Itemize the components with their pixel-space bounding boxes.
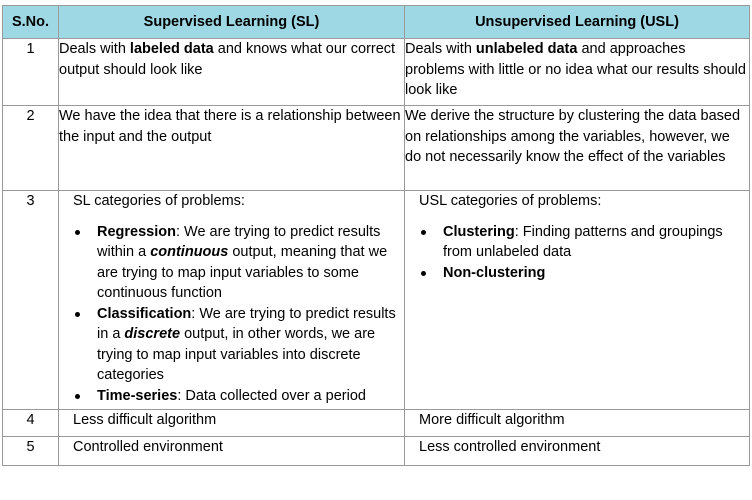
usl-text-post: and approaches problems with little or n… [405, 41, 746, 98]
usl-cell: More difficult algorithm [404, 409, 750, 437]
bullet-icon [75, 393, 80, 399]
bullet-icon [75, 311, 80, 317]
table-row: 4 Less difficult algorithm More difficul… [2, 409, 750, 437]
sl-cell: Less difficult algorithm [58, 409, 405, 437]
bullet-icon [421, 270, 426, 276]
row-number: 3 [2, 190, 59, 410]
category-term: Regression [97, 223, 176, 240]
sl-text-bold: labeled data [129, 41, 214, 57]
category-text-post: output, in other words, we are trying to… [97, 326, 376, 383]
usl-cell: Less controlled environment [404, 436, 750, 466]
category-text-pre: : We are trying to predict results in a [97, 305, 396, 343]
row-number: 4 [2, 409, 59, 437]
list-item: Classification: We are trying to predict… [75, 304, 404, 386]
sl-cell: We have the idea that there is a relatio… [58, 105, 405, 191]
sl-categories-list: Regression: We are trying to predict res… [73, 222, 404, 407]
category-text: : Finding patterns and groupings from un… [443, 223, 723, 261]
usl-cell: Deals with unlabeled data and approaches… [404, 38, 750, 106]
sl-cell: Controlled environment [58, 436, 405, 466]
table-row: 5 Controlled environment Less controlled… [2, 436, 750, 466]
bullet-icon [75, 229, 80, 235]
header-row: S.No. Supervised Learning (SL) Unsupervi… [2, 5, 750, 39]
header-supervised: Supervised Learning (SL) [58, 5, 405, 39]
category-term: Clustering [443, 223, 515, 240]
list-item: Clustering: Finding patterns and groupin… [421, 222, 749, 263]
category-emphasis: continuous [150, 244, 229, 260]
category-text-pre: : We are trying to predict results withi… [97, 223, 381, 261]
row-number: 5 [2, 436, 59, 466]
list-item: Time-series: Data collected over a perio… [75, 386, 404, 407]
usl-categories-list: Clustering: Finding patterns and groupin… [419, 222, 749, 284]
category-term: Time-series [97, 387, 178, 404]
comparison-table: S.No. Supervised Learning (SL) Unsupervi… [2, 5, 750, 466]
list-item: Regression: We are trying to predict res… [75, 222, 404, 304]
list-item: Non-clustering [421, 263, 749, 284]
row-number: 2 [2, 105, 59, 191]
header-sno: S.No. [2, 5, 59, 39]
usl-cell: USL categories of problems: Clustering: … [404, 190, 750, 410]
sl-cell: SL categories of problems: Regression: W… [58, 190, 405, 410]
category-text-post: output, meaning that we are trying to ma… [97, 244, 388, 301]
usl-cell: We derive the structure by clustering th… [404, 105, 750, 191]
category-term: Non-clustering [443, 264, 546, 281]
category-text-pre: : Data collected over a period [177, 387, 366, 404]
sl-categories-intro: SL categories of problems: [73, 193, 245, 209]
usl-categories-intro: USL categories of problems: [419, 193, 602, 209]
bullet-icon [421, 229, 426, 235]
sl-text-pre: Deals with [59, 41, 130, 57]
table-row: 2 We have the idea that there is a relat… [2, 105, 750, 191]
sl-cell: Deals with labeled data and knows what o… [58, 38, 405, 106]
table-row: 3 SL categories of problems: Regression:… [2, 190, 750, 410]
usl-text-pre: Deals with [405, 41, 476, 57]
table-row: 1 Deals with labeled data and knows what… [2, 38, 750, 106]
category-term: Classification [97, 305, 192, 322]
usl-text-bold: unlabeled data [475, 41, 578, 57]
header-unsupervised: Unsupervised Learning (USL) [404, 5, 750, 39]
row-number: 1 [2, 38, 59, 106]
category-emphasis: discrete [124, 326, 181, 342]
sl-text-post: and knows what our correct output should… [59, 41, 396, 78]
